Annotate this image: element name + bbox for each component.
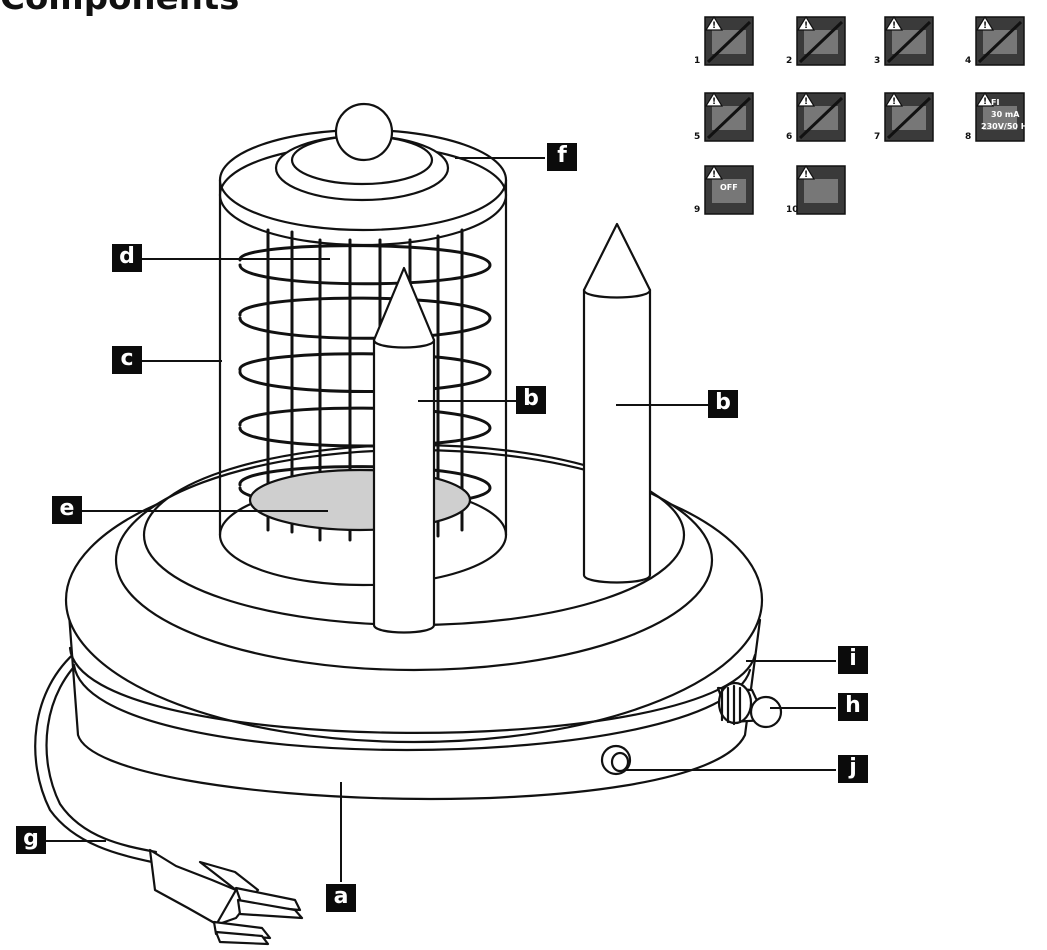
power-cable — [34, 648, 158, 864]
callout-b-rear: b — [708, 390, 738, 418]
svg-text:!: ! — [804, 170, 808, 180]
no-submerge-icon: ! — [704, 15, 754, 66]
mesh-tray — [248, 468, 472, 532]
leader-line-f — [455, 157, 545, 159]
svg-text:!: ! — [712, 97, 716, 107]
heating-spike-rear — [582, 222, 652, 584]
heating-spike-front — [372, 266, 436, 634]
callout-h: h — [838, 693, 868, 721]
callout-d: d — [112, 244, 142, 272]
callout-f: f — [547, 143, 577, 171]
warning-number: 3 — [874, 56, 881, 66]
warning-number: 8 — [965, 132, 972, 142]
no-water-cable-icon: ! — [704, 91, 754, 142]
svg-text:!: ! — [892, 97, 896, 107]
warning-text: 230V/50 Hz — [981, 122, 1033, 131]
leader-line-c — [142, 360, 222, 362]
svg-text:!: ! — [804, 21, 808, 31]
rcd-power-icon: ! — [975, 91, 1025, 142]
callout-c: c — [112, 346, 142, 374]
warning-number: 9 — [694, 205, 701, 215]
svg-text:!: ! — [712, 170, 716, 180]
callout-j: j — [838, 755, 868, 783]
no-knife-icon: ! — [884, 91, 934, 142]
no-cable-pull-icon: ! — [796, 15, 846, 66]
lid-knob — [334, 102, 394, 162]
leader-line-e — [82, 510, 328, 512]
callout-e: e — [52, 496, 82, 524]
svg-text:!: ! — [983, 21, 987, 31]
warning-number: 6 — [786, 132, 793, 142]
leader-line-b2 — [616, 404, 708, 406]
warning-number: 4 — [965, 56, 972, 66]
svg-text:!: ! — [712, 21, 716, 31]
warning-text: OFF — [720, 183, 738, 192]
warning-number: 7 — [874, 132, 881, 142]
callout-b-front: b — [516, 386, 546, 414]
svg-text:!: ! — [983, 97, 987, 107]
keep-from-children-icon: ! — [975, 15, 1025, 66]
thermostat-knob — [716, 681, 783, 729]
leader-line-h — [770, 707, 836, 709]
unplug-icon: ! — [704, 164, 754, 215]
bun-cage — [218, 102, 508, 587]
warning-text: 30 mA — [991, 110, 1020, 119]
leader-line-i — [746, 660, 836, 662]
leader-line-g — [46, 840, 106, 842]
callout-a: a — [326, 884, 356, 912]
callout-i: i — [838, 646, 868, 674]
svg-text:!: ! — [892, 21, 896, 31]
no-sharp-objects-icon: ! — [796, 91, 846, 142]
plug-out-icon: ! — [796, 164, 846, 215]
warning-number: 2 — [786, 56, 793, 66]
hot-surface-icon: ! — [884, 15, 934, 66]
warning-number: 10 — [786, 205, 799, 215]
svg-text:!: ! — [804, 97, 808, 107]
warning-number: 1 — [694, 56, 701, 66]
plug-icon — [148, 848, 304, 946]
warning-number: 5 — [694, 132, 701, 142]
page-title: Components — [0, 0, 239, 18]
warning-text: FI — [991, 98, 1000, 107]
callout-g: g — [16, 826, 46, 854]
leader-line-j — [624, 769, 836, 771]
leader-line-b1 — [418, 400, 516, 402]
leader-line-a — [340, 782, 342, 882]
leader-line-d — [142, 258, 330, 260]
